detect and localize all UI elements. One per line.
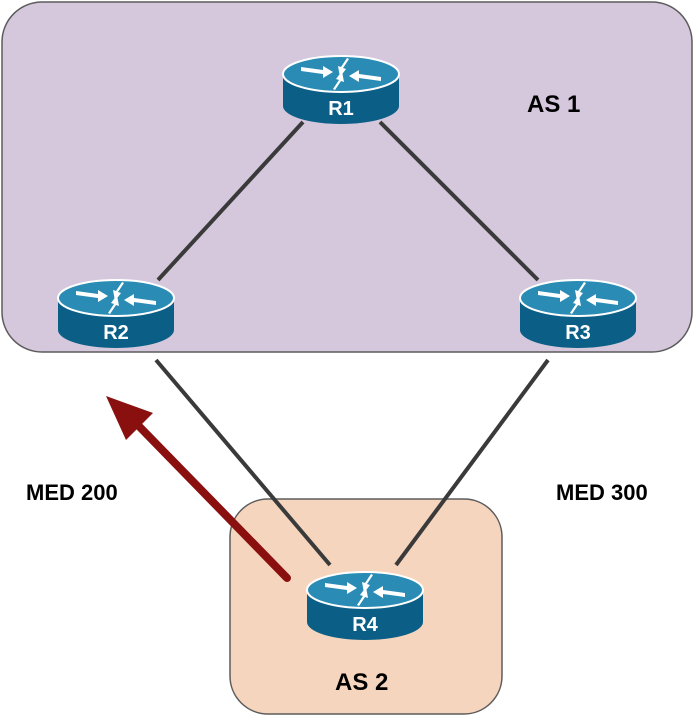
as1-label: AS 1 bbox=[527, 91, 580, 118]
router-r1[interactable]: R1 bbox=[282, 55, 400, 125]
as2-label: AS 2 bbox=[335, 669, 388, 696]
router-r2-label: R2 bbox=[103, 322, 129, 344]
med-300-label: MED 300 bbox=[556, 480, 648, 505]
router-r2[interactable]: R2 bbox=[57, 279, 175, 349]
link-r2-r4 bbox=[154, 358, 332, 567]
link-r1-r3 bbox=[378, 120, 540, 282]
router-r3-label: R3 bbox=[565, 322, 591, 344]
med-200-label: MED 200 bbox=[26, 480, 118, 505]
traffic-direction-arrow bbox=[106, 396, 291, 582]
link-r1-r2 bbox=[156, 120, 305, 282]
router-r1-label: R1 bbox=[328, 98, 354, 120]
router-r4[interactable]: R4 bbox=[306, 571, 424, 641]
link-r3-r4 bbox=[394, 358, 550, 567]
router-r4-label: R4 bbox=[352, 614, 378, 636]
router-r3[interactable]: R3 bbox=[519, 279, 637, 349]
